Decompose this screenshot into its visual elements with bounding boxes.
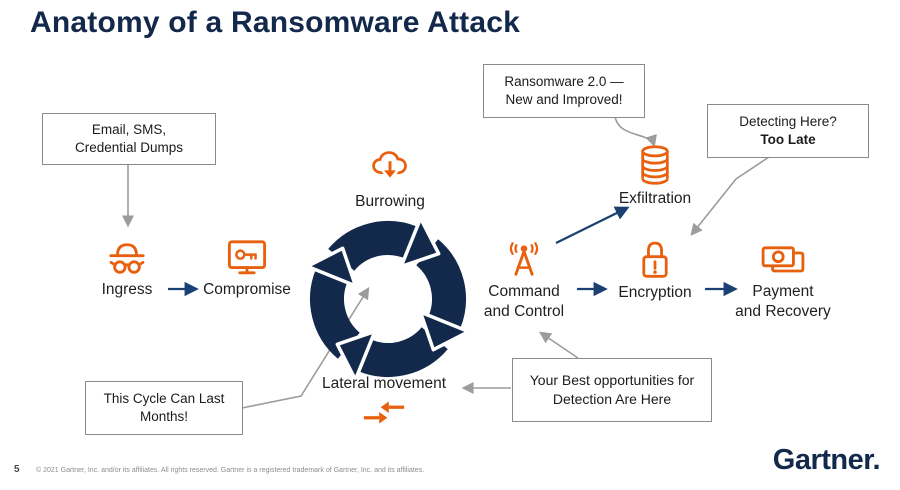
flow-arrow-command-exfiltration xyxy=(555,206,630,244)
stage-label: and Control xyxy=(483,302,565,320)
spy-icon xyxy=(109,243,145,274)
page-number: 5 xyxy=(14,464,20,475)
stage-label: Payment xyxy=(752,283,814,300)
callout-line: This Cycle Can Last xyxy=(103,391,225,407)
callout-cycle-duration: This Cycle Can Last Months! xyxy=(85,381,243,435)
stage-label: Encryption xyxy=(618,284,692,301)
callout-email-sms: Email, SMS, Credential Dumps xyxy=(42,113,216,165)
stage-label: Lateral movement xyxy=(321,375,447,392)
stage-exfiltration: Exfiltration xyxy=(600,143,710,209)
lock-icon xyxy=(642,241,668,278)
callout-line: Detecting Here? xyxy=(739,114,837,130)
callout-line: Ransomware 2.0 — xyxy=(504,74,624,90)
money-icon xyxy=(761,246,805,273)
connector-best-to-command xyxy=(539,331,579,359)
connector-ransomware-to-exfiltration xyxy=(614,115,657,148)
stage-label: Ingress xyxy=(101,281,153,298)
callout-line-bold: Too Late xyxy=(760,132,816,147)
callout-line: Detection Are Here xyxy=(552,391,672,407)
stage-label: Exfiltration xyxy=(618,190,692,207)
connector-detecting-to-encryption xyxy=(690,156,770,236)
callout-ransomware2: Ransomware 2.0 — New and Improved! xyxy=(483,64,645,118)
stage-compromise: Compromise xyxy=(187,238,307,300)
stage-label: and Recovery xyxy=(735,302,831,320)
stage-label: Compromise xyxy=(203,281,291,298)
cloud-download-icon xyxy=(372,151,407,182)
page-title: Anatomy of a Ransomware Attack xyxy=(30,6,521,39)
database-icon xyxy=(641,145,669,185)
stage-burrowing: Burrowing xyxy=(340,148,440,212)
attack-cycle-icon xyxy=(306,217,470,381)
stage-ingress: Ingress xyxy=(77,240,177,300)
callout-line: Credential Dumps xyxy=(74,140,184,155)
stage-payment-and-recovery: Payment and Recovery xyxy=(723,244,843,322)
broadcast-antenna-icon xyxy=(509,242,539,276)
stage-command-and-control: Command and Control xyxy=(464,240,584,322)
copyright-text: © 2021 Gartner, Inc. and/or its affiliat… xyxy=(36,467,425,474)
stage-lateral-movement: Lateral movement xyxy=(304,374,464,429)
callout-line: Email, SMS, xyxy=(91,122,167,138)
monitor-key-icon xyxy=(227,240,267,275)
converging-arrows-icon xyxy=(363,401,405,424)
stage-label: Command xyxy=(488,283,560,300)
callout-detecting-too-late: Detecting Here? Too Late xyxy=(707,104,869,158)
callout-line: New and Improved! xyxy=(505,92,623,107)
stage-label: Burrowing xyxy=(355,193,425,210)
stage-encryption: Encryption xyxy=(605,238,705,303)
callout-best-detection: Your Best opportunities for Detection Ar… xyxy=(512,358,712,422)
gartner-logo: Gartner. xyxy=(772,444,881,476)
callout-line: Your Best opportunities for xyxy=(529,372,695,389)
callout-line: Months! xyxy=(139,409,189,424)
